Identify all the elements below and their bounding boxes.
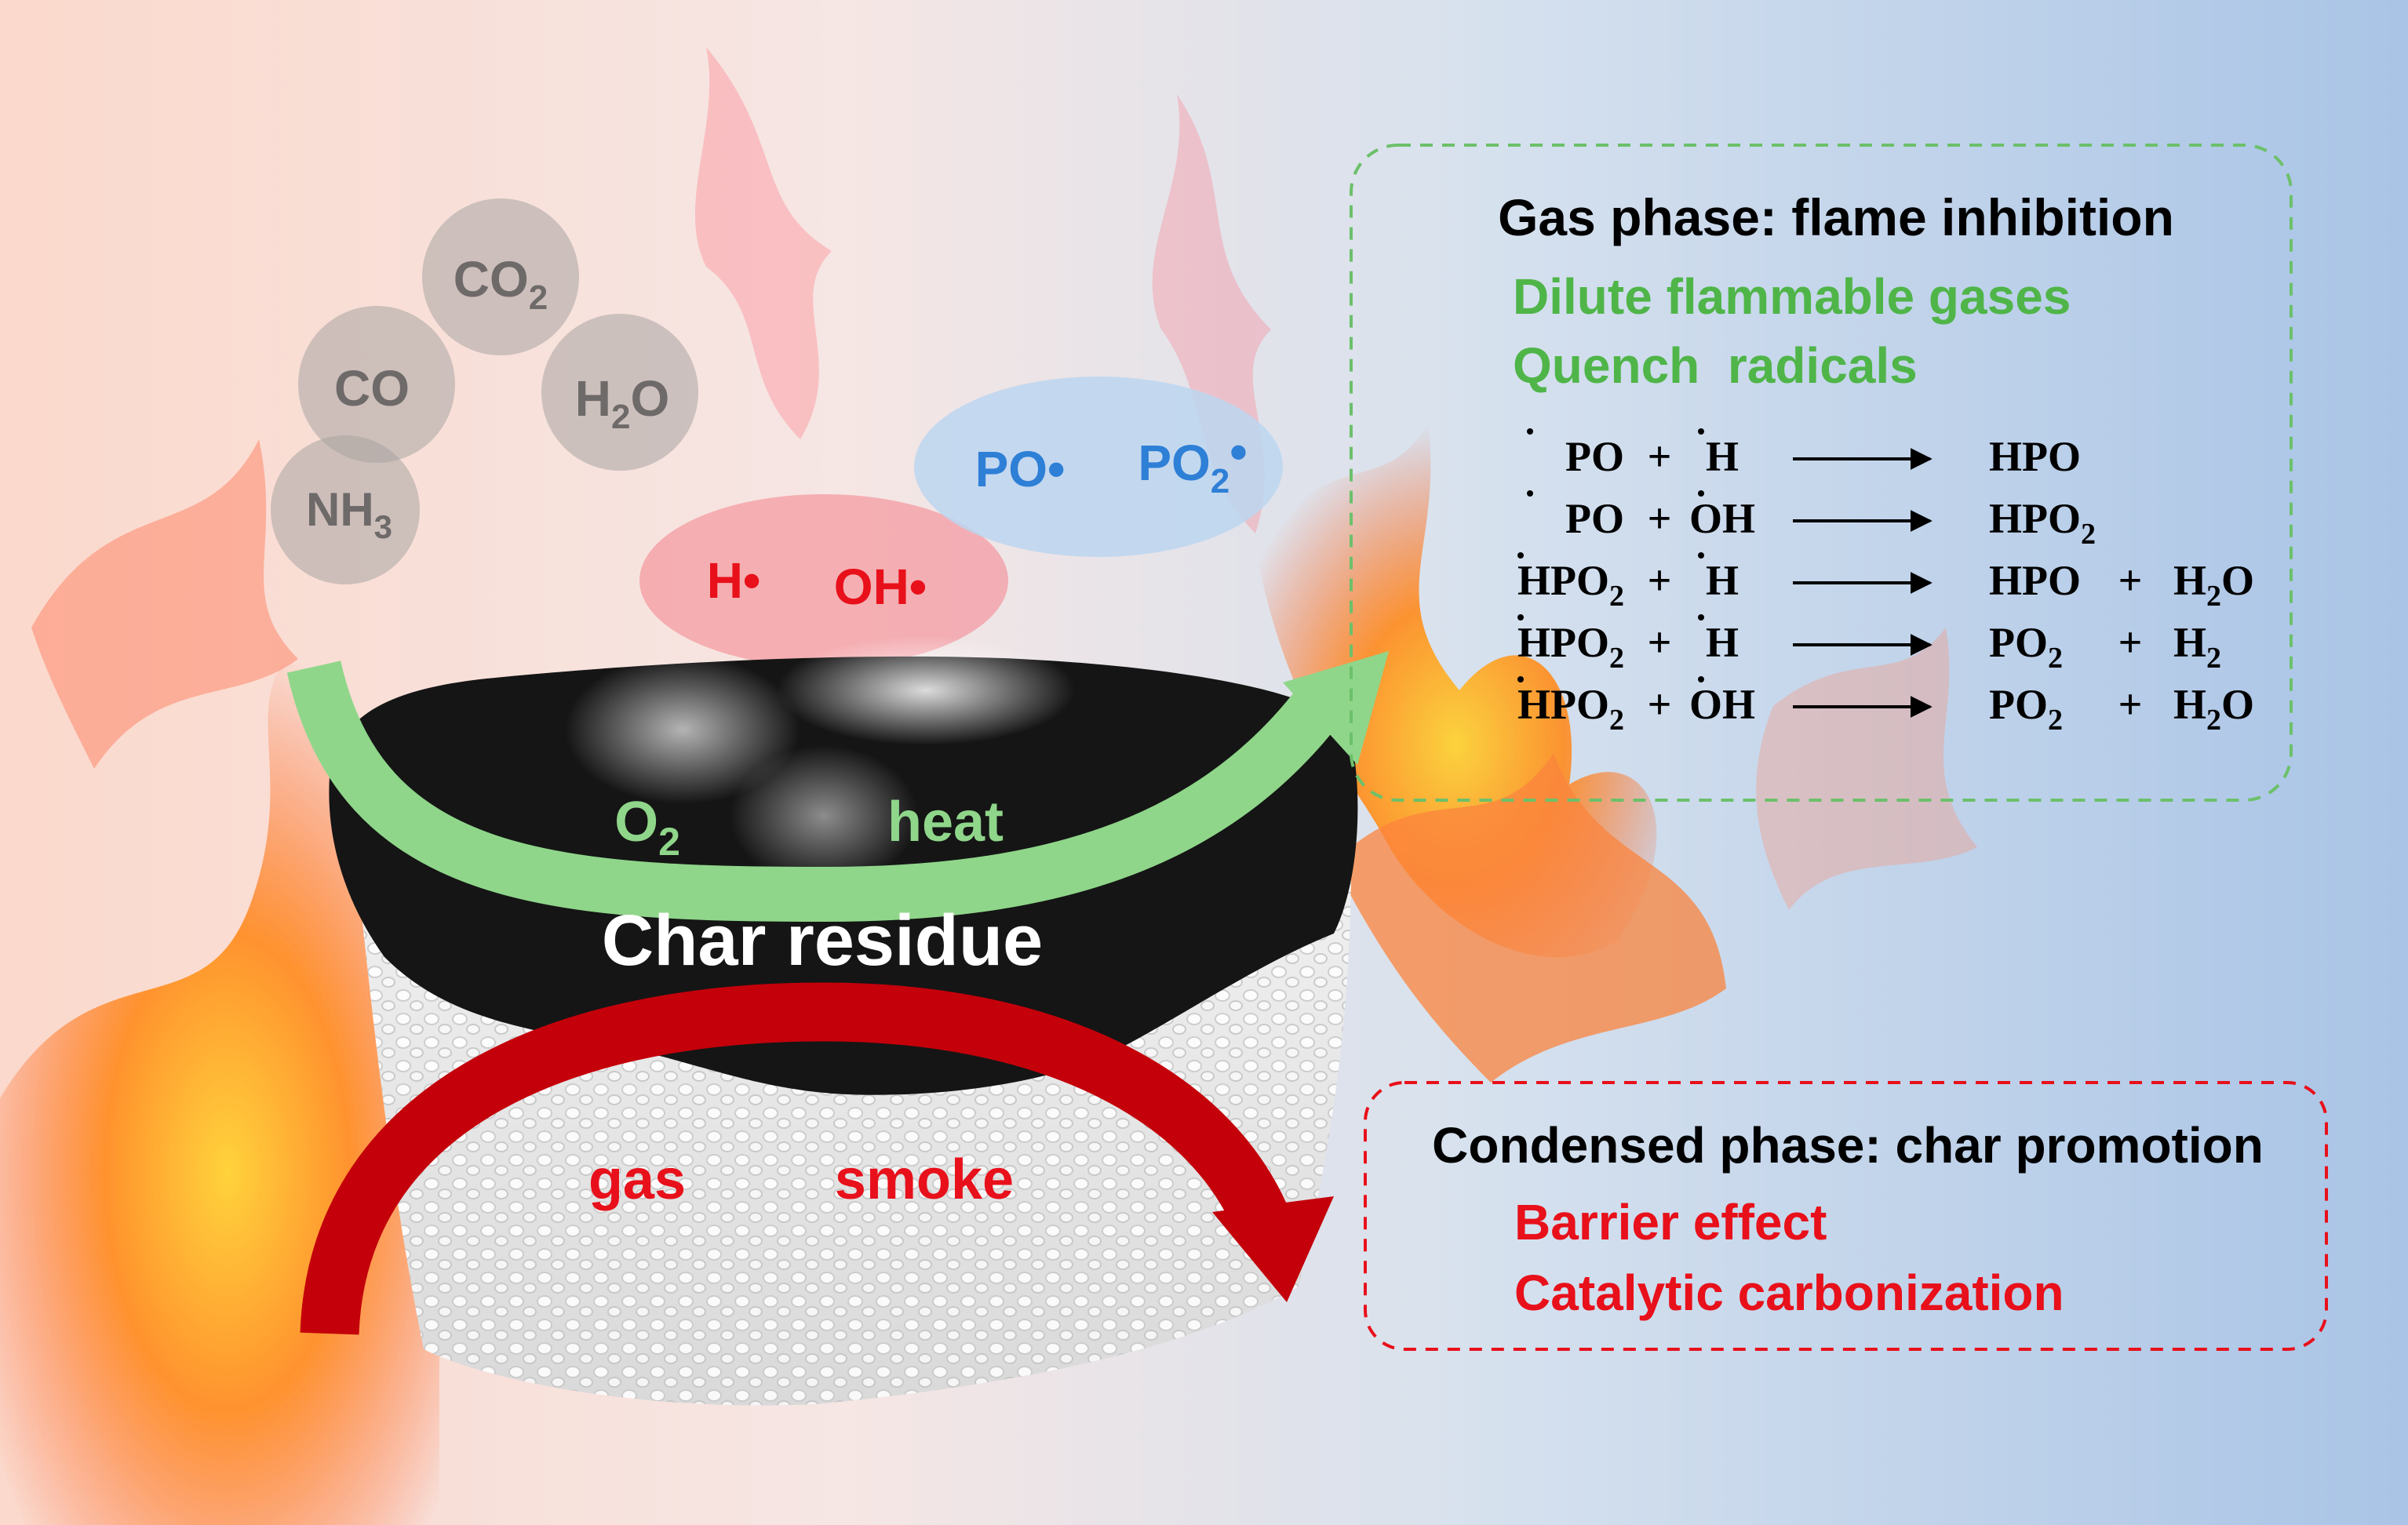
reaction-row: PO + OH HPO2 xyxy=(1527,490,2096,551)
smoke-wisp xyxy=(565,655,800,804)
reactant-2: OH xyxy=(1689,495,1755,542)
reactant-2: OH xyxy=(1689,681,1755,728)
o2-label: O2 xyxy=(614,791,680,864)
radical-dot xyxy=(1517,552,1524,559)
smoke-wisp xyxy=(777,635,1075,745)
h2o-label: H2O xyxy=(575,370,669,436)
char-residue-label: Char residue xyxy=(602,901,1043,981)
gas-phase-box: Gas phase: flame inhibition Dilute flamm… xyxy=(1350,144,2293,802)
smoke-label: smoke xyxy=(835,1148,1014,1211)
radical-dot xyxy=(1527,490,1533,497)
radical-dot xyxy=(1527,428,1533,435)
radicals: H• OH• PO• PO2• xyxy=(639,377,1283,667)
co-bubble xyxy=(298,306,455,463)
product-2: H2O xyxy=(2173,681,2254,737)
product-1: HPO xyxy=(1989,557,2081,604)
reactant-1: HPO2 xyxy=(1517,681,1624,737)
reaction-row: PO + H HPO xyxy=(1527,428,2081,480)
gas-bubbles: CO2 CO H2O NH3 xyxy=(271,198,698,584)
co-label: CO xyxy=(334,360,410,417)
po2-radical: PO2• xyxy=(1138,424,1247,500)
red-arc xyxy=(300,982,1291,1335)
co2-bubble xyxy=(422,198,579,355)
condensed-phase-point-2: Catalytic carbonization xyxy=(1514,1265,2064,1321)
blue-radical-ellipse xyxy=(914,377,1283,557)
radical-dot xyxy=(1698,552,1704,559)
reactant-1: HPO2 xyxy=(1517,557,1624,613)
nh3-bubble xyxy=(271,435,420,584)
plus-sign: + xyxy=(1648,433,1672,480)
condensed-phase-arrow xyxy=(300,982,1334,1335)
radical-dot xyxy=(1698,614,1704,621)
red-radical-ellipse xyxy=(639,494,1008,667)
h-radical: H• xyxy=(707,552,761,609)
product-1: PO2 xyxy=(1989,619,2063,675)
condensed-phase-title: Condensed phase: char promotion xyxy=(1432,1117,2264,1174)
gas-label: gas xyxy=(588,1148,686,1211)
reaction-row: HPO2 + OH PO2 + H2O xyxy=(1517,676,2254,737)
h2o-bubble xyxy=(541,314,698,471)
plus-sign: + xyxy=(1648,495,1672,542)
product-1: HPO xyxy=(1989,433,2081,480)
plus-sign: + xyxy=(2118,619,2143,666)
gas-phase-arrow xyxy=(286,651,1389,923)
gas-phase-border xyxy=(1350,144,2293,802)
radical-dot xyxy=(1698,490,1704,497)
smoke-wisp xyxy=(730,745,918,886)
reaction-row: HPO2 + H HPO + H2O xyxy=(1517,552,2254,613)
gas-phase-point-1: Dilute flammable gases xyxy=(1513,268,2071,325)
co2-label: CO2 xyxy=(454,251,548,317)
plus-sign: + xyxy=(1648,557,1672,604)
radical-dot xyxy=(1698,676,1704,682)
reactant-1: HPO2 xyxy=(1517,619,1624,675)
po-radical: PO• xyxy=(975,441,1066,497)
plus-sign: + xyxy=(1648,619,1672,666)
radical-dot xyxy=(1517,676,1524,682)
gas-phase-point-2: Quench radicals xyxy=(1513,337,1918,394)
reactant-2: H xyxy=(1706,557,1739,604)
green-arc xyxy=(286,661,1340,923)
heat-label: heat xyxy=(887,791,1004,853)
reactant-2: H xyxy=(1706,433,1739,480)
nh3-label: NH3 xyxy=(306,483,392,545)
plus-sign: + xyxy=(2118,681,2143,728)
plus-sign: + xyxy=(2118,557,2143,604)
condensed-phase-point-1: Barrier effect xyxy=(1514,1194,1827,1250)
radical-dot xyxy=(1698,428,1704,435)
gas-phase-title: Gas phase: flame inhibition xyxy=(1498,188,2174,246)
product-1: PO2 xyxy=(1989,681,2063,737)
product-1: HPO2 xyxy=(1989,495,2096,551)
reactant-2: H xyxy=(1706,619,1739,666)
condensed-phase-border xyxy=(1364,1081,2328,1351)
reactant-1: PO xyxy=(1565,495,1624,542)
product-2: H2O xyxy=(2173,557,2254,613)
reactant-1: PO xyxy=(1565,433,1624,480)
product-2: H2 xyxy=(2173,619,2221,675)
green-arrowhead xyxy=(1283,651,1389,765)
plus-sign: + xyxy=(1648,681,1672,728)
red-arrowhead xyxy=(1212,1196,1334,1302)
radical-dot xyxy=(1517,614,1524,621)
condensed-phase-box: Condensed phase: char promotion Barrier … xyxy=(1364,1081,2328,1351)
oh-radical: OH• xyxy=(834,559,927,615)
